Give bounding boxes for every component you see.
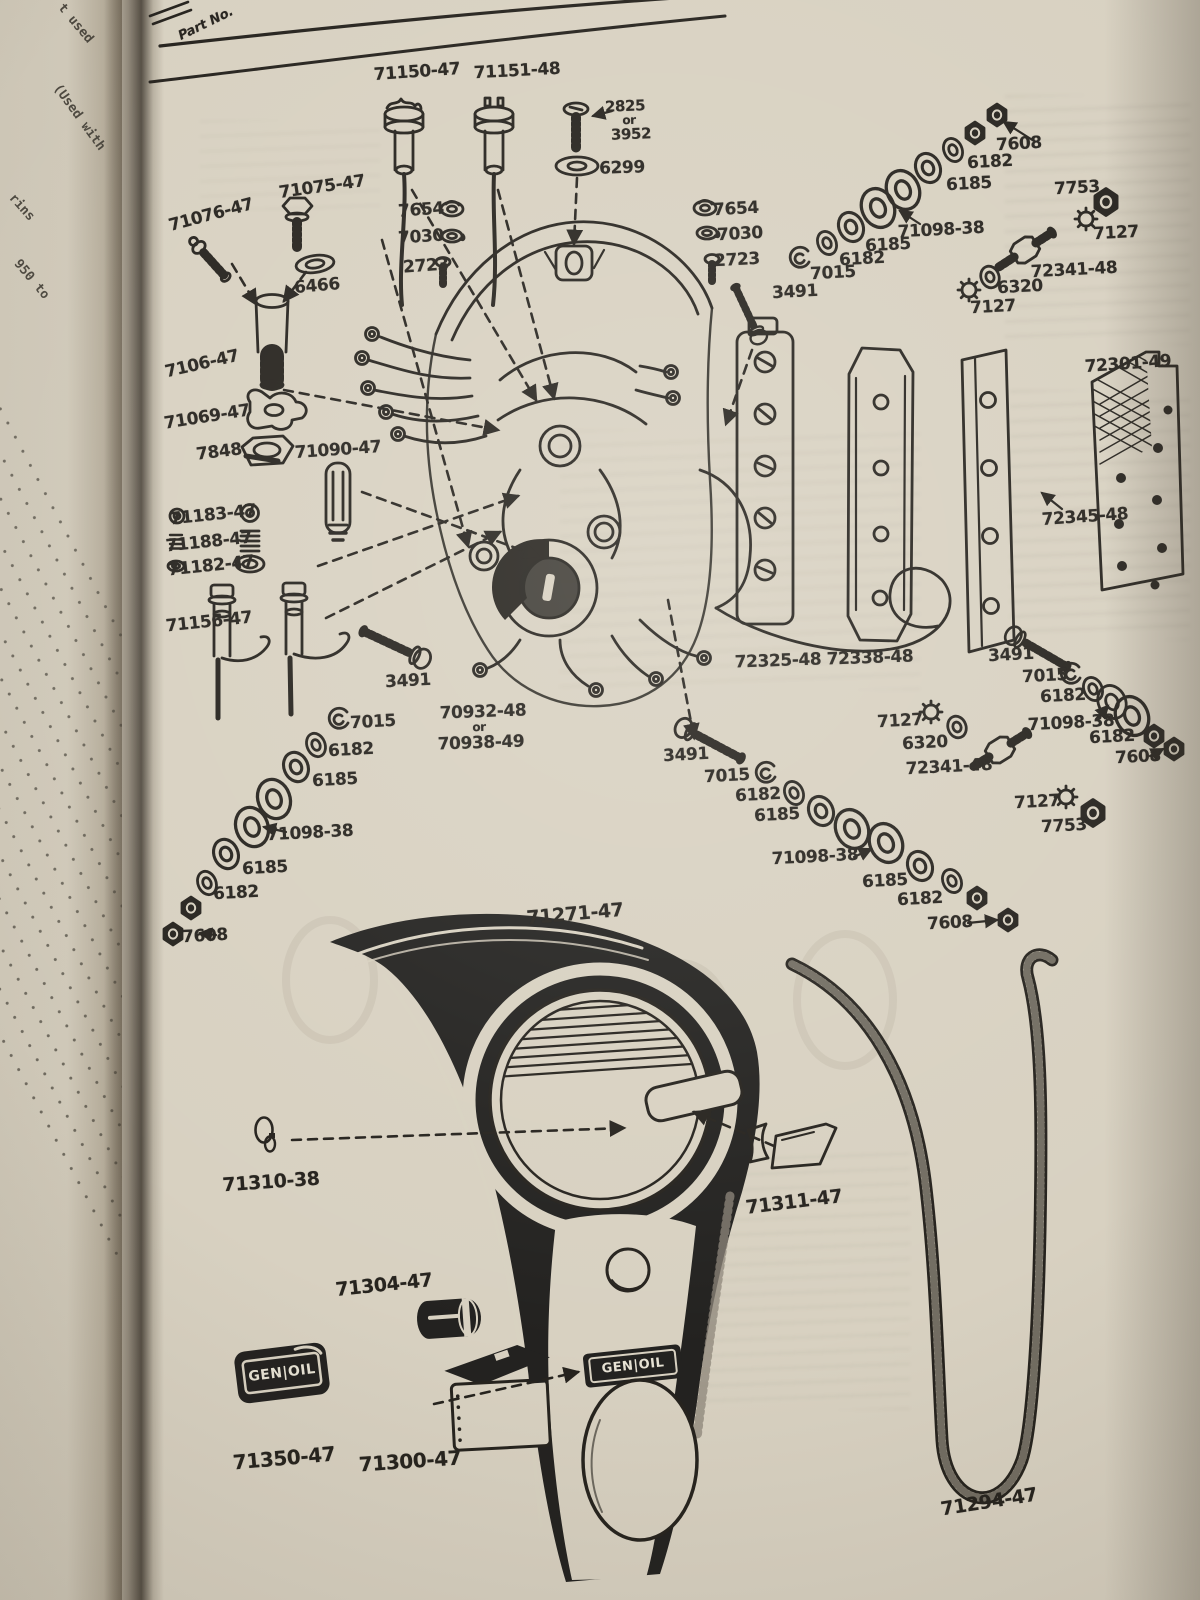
part-number-label: 7608 bbox=[995, 132, 1043, 156]
part-number-label: 6320 bbox=[901, 731, 949, 755]
part-number-label: 7654 bbox=[397, 198, 445, 222]
part-number-label: 6185 bbox=[861, 869, 909, 893]
part-number-label: 2723 bbox=[713, 248, 761, 272]
part-number-label: 3952 bbox=[610, 124, 652, 144]
dash-cover-drawing bbox=[330, 913, 760, 1582]
part-number-label: 6182 bbox=[896, 887, 944, 911]
part-number-label: 7127 bbox=[1013, 790, 1061, 814]
screw-and-washer-drawing bbox=[554, 101, 600, 177]
part-number-label: 7127 bbox=[876, 709, 924, 733]
leader-lines bbox=[230, 176, 776, 1406]
part-number-label: 2723 bbox=[402, 254, 450, 278]
part-number-label: 6182 bbox=[1039, 684, 1087, 708]
part-number-label: 6185 bbox=[311, 768, 359, 792]
washer-chain-drawings bbox=[162, 102, 1185, 947]
lamp-socket-drawings bbox=[383, 96, 515, 307]
part-number-label: 6299 bbox=[598, 157, 646, 179]
switch-levers bbox=[207, 581, 351, 721]
part-number-label: 6182 bbox=[734, 783, 782, 807]
grommet-71310 bbox=[254, 1116, 277, 1153]
part-number-label: 6182 bbox=[327, 738, 375, 762]
part-number-label: 6185 bbox=[945, 172, 993, 196]
part-number-label: 7608 bbox=[181, 924, 229, 948]
lens-71311 bbox=[746, 1122, 838, 1170]
bottom-small-parts-drawings bbox=[234, 1116, 838, 1452]
part-number-label: 7015 bbox=[349, 710, 397, 734]
part-number-label: 72338-48 bbox=[826, 646, 914, 670]
part-number-label: 70938-49 bbox=[437, 731, 525, 755]
part-number-label: 6466 bbox=[293, 274, 341, 298]
small-hardware-drawings bbox=[434, 199, 721, 288]
wiring-harness-drawing bbox=[354, 220, 952, 708]
part-number-label: 6182 bbox=[212, 881, 260, 905]
part-number-label: 7030 bbox=[716, 222, 764, 246]
part-number-label: 7654 bbox=[712, 197, 760, 221]
part-number-label: 7127 bbox=[1092, 221, 1140, 245]
part-number-label: 7608 bbox=[1114, 745, 1162, 769]
part-number-label: 6182 bbox=[1088, 725, 1136, 749]
adjacent-page-edge: t used (Used with rins 950 to bbox=[0, 0, 122, 1600]
book-gutter-shadow bbox=[104, 0, 164, 1600]
left-small-parts-drawings bbox=[166, 196, 352, 721]
part-number-label: 7030 bbox=[397, 225, 445, 249]
part-number-label: 6185 bbox=[753, 803, 801, 827]
part-number-label: 3491 bbox=[771, 280, 819, 304]
part-number-label: 7015 bbox=[1021, 664, 1069, 688]
part-number-label: 6185 bbox=[241, 856, 289, 880]
part-number-label: 6320 bbox=[996, 275, 1044, 299]
part-number-label: 7753 bbox=[1040, 814, 1088, 838]
table-header-rules bbox=[148, 0, 727, 84]
part-number-label: 7753 bbox=[1053, 176, 1101, 200]
pointer-arrows bbox=[197, 105, 1165, 942]
terminal-plate-drawings bbox=[735, 316, 1185, 654]
part-number-label: 7127 bbox=[969, 295, 1017, 319]
trim-strip-drawing bbox=[785, 948, 1059, 1505]
part-number-label: 3491 bbox=[384, 669, 432, 693]
part-number-label: 7015 bbox=[703, 764, 751, 788]
part-number-label: 3491 bbox=[987, 643, 1035, 667]
part-number-label: 7608 bbox=[926, 911, 974, 935]
part-number-label: 3491 bbox=[662, 743, 710, 767]
part-number-label: 72325-48 bbox=[734, 649, 822, 673]
